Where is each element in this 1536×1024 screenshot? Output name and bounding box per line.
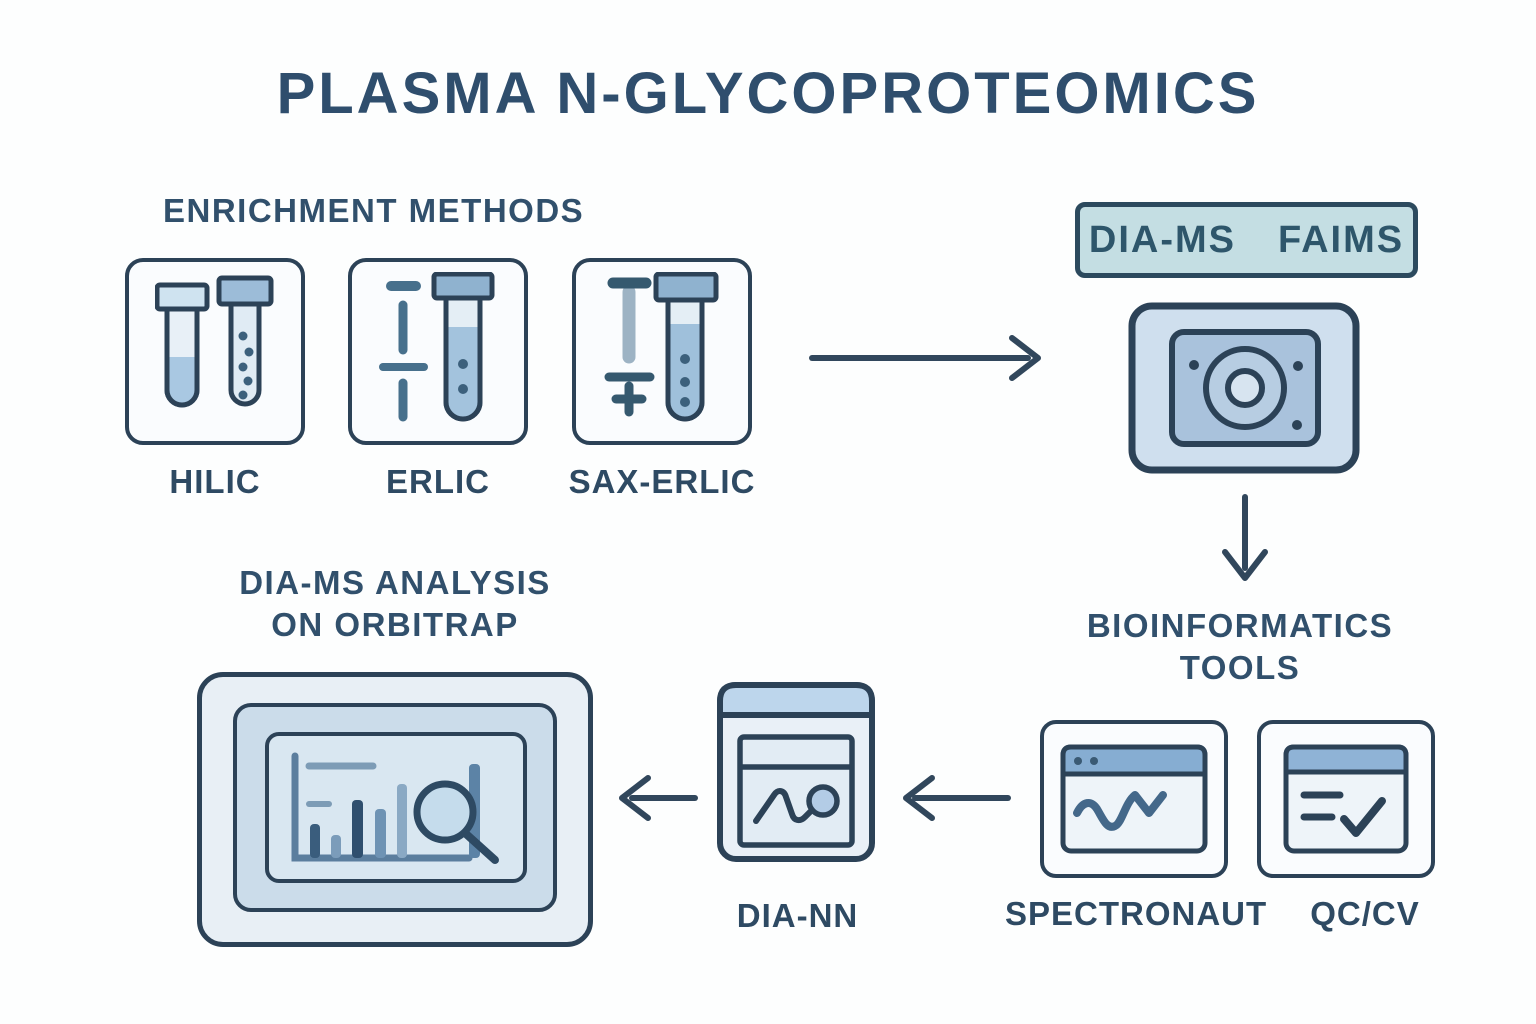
analysis-heading-line2: ON ORBITRAP <box>271 606 519 643</box>
eluent-gradient-test-tube-icon <box>379 271 495 421</box>
signal-chart-window-icon <box>1060 744 1208 854</box>
monitor-inner-frame <box>233 703 557 912</box>
analysis-heading-line1: DIA-MS ANALYSIS <box>239 564 551 601</box>
mass-spectrometer-icon <box>1128 302 1360 474</box>
badge-text-dia-ms: DIA-MS <box>1088 218 1236 261</box>
pipette-plus-test-tube-icon <box>604 271 719 421</box>
arrow-left-icon <box>619 775 698 821</box>
arrow-left-icon <box>903 775 1011 821</box>
method-card-hilic <box>125 258 305 445</box>
method-label-sax-erlic: SAX-ERLIC <box>568 463 756 500</box>
bar-chart-magnifier-monitor-icon <box>197 672 593 947</box>
arrow-down-icon <box>1222 494 1268 581</box>
tool-card-spectronaut <box>1040 720 1228 878</box>
bioinformatics-heading-line1: BIOINFORMATICS <box>1086 607 1394 644</box>
bioinformatics-heading: BIOINFORMATICS TOOLS <box>1030 605 1450 689</box>
monitor-screen <box>265 732 527 883</box>
method-card-erlic <box>348 258 528 445</box>
bar-chart-icon <box>291 752 499 864</box>
dia-ms-faims-badge: DIA-MS FAIMS <box>1075 202 1418 278</box>
magnifier-icon <box>413 780 499 864</box>
bioinformatics-heading-line2: TOOLS <box>1179 649 1301 686</box>
enrichment-heading: ENRICHMENT METHODS <box>163 192 585 229</box>
checklist-window-icon <box>1283 744 1409 854</box>
line-chart-window-icon <box>717 682 875 862</box>
method-card-sax-erlic <box>572 258 752 445</box>
diann-label: DIA-NN <box>736 897 859 934</box>
two-test-tubes-icon <box>155 275 274 407</box>
method-label-erlic: ERLIC <box>386 463 490 500</box>
badge-text-faims: FAIMS <box>1277 218 1405 261</box>
arrow-right-icon <box>809 335 1041 381</box>
tool-label-qc-cv: QC/CV <box>1310 895 1420 932</box>
tool-label-spectronaut: SPECTRONAUT <box>1005 895 1268 932</box>
analysis-heading: DIA-MS ANALYSIS ON ORBITRAP <box>170 562 620 646</box>
page-title: PLASMA N-GLYCOPROTEOMICS <box>276 61 1260 126</box>
method-label-hilic: HILIC <box>169 463 261 500</box>
tool-card-qc-cv <box>1257 720 1435 878</box>
